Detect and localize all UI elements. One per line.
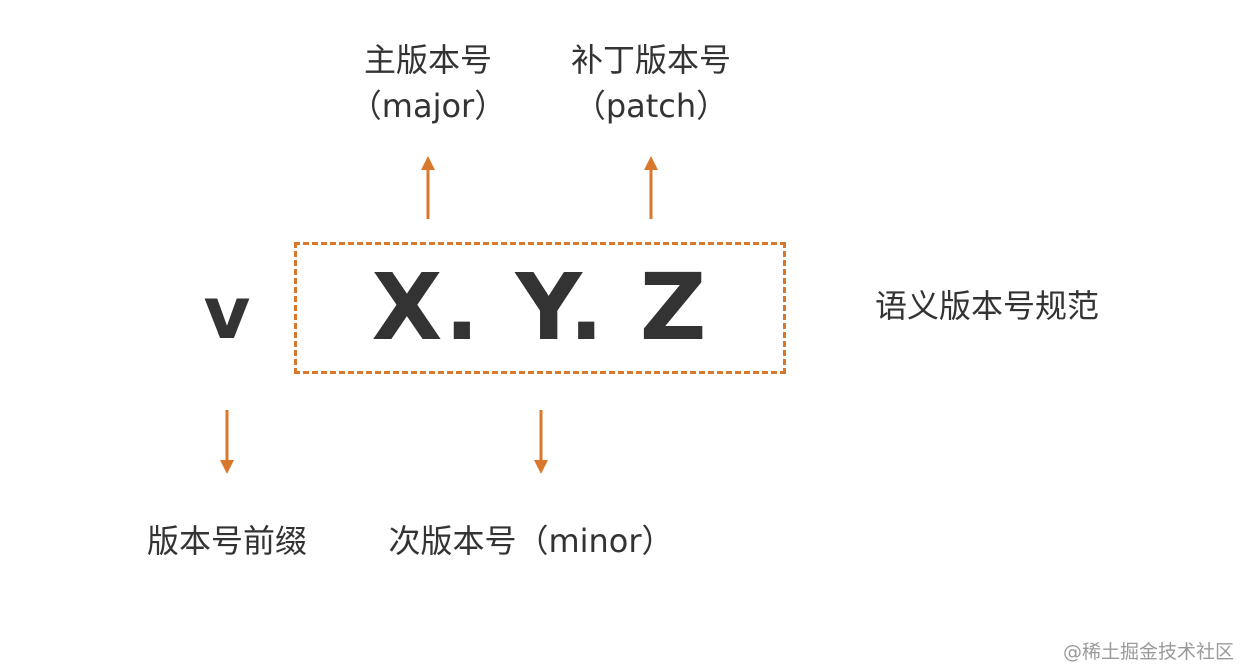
version-number-box: [294, 242, 786, 374]
version-prefix-symbol: v: [203, 271, 251, 355]
minor-version-label: 次版本号（minor）: [388, 522, 674, 560]
semantic-version-spec-label: 语义版本号规范: [875, 287, 1100, 325]
watermark: @稀土掘金技术社区: [1062, 641, 1234, 663]
arrow-to-minor-head: [534, 460, 548, 474]
patch-version-title: 补丁版本号: [570, 41, 732, 79]
version-number-text: X. Y. Z: [371, 254, 709, 361]
arrow-to-patch: [644, 156, 658, 219]
arrow-to-major: [421, 156, 435, 219]
arrow-to-patch-head: [644, 156, 658, 170]
arrow-to-prefix-head: [220, 460, 234, 474]
major-version-title: 主版本号: [363, 41, 493, 79]
arrow-to-minor: [534, 410, 548, 474]
arrow-to-major-head: [421, 156, 435, 170]
patch-version-subtitle: （patch）: [573, 87, 729, 125]
arrow-to-prefix: [220, 410, 234, 474]
major-version-subtitle: （major）: [349, 87, 507, 125]
version-prefix-label: 版本号前缀: [146, 522, 308, 560]
